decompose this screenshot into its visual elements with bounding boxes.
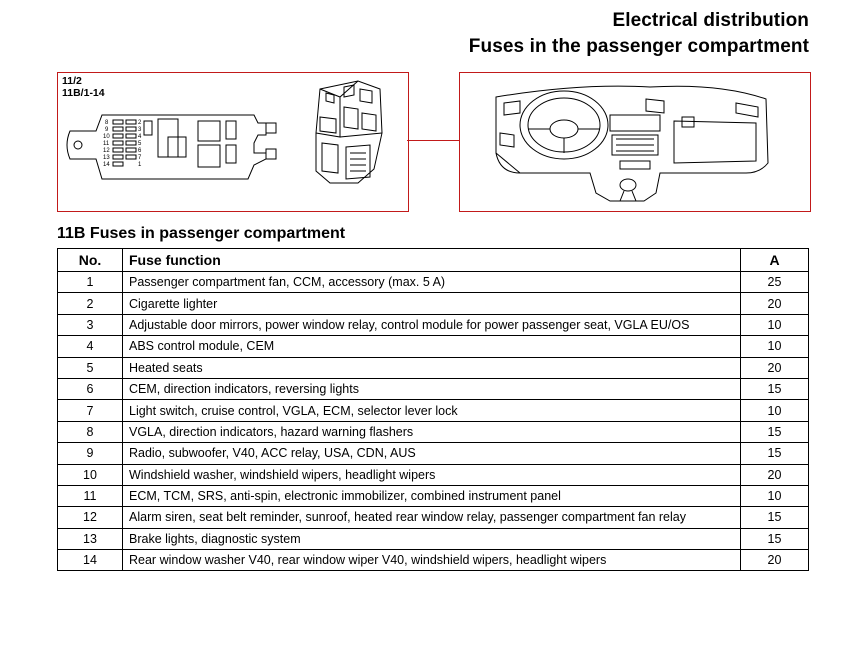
- fuse-function: Cigarette lighter: [122, 292, 741, 315]
- fuse-number: 11: [57, 484, 123, 508]
- fuse-number: 3: [57, 313, 123, 337]
- fuse-function: VGLA, direction indicators, hazard warni…: [122, 420, 741, 444]
- fuse-amps: 20: [740, 356, 809, 379]
- fuse-label: 10: [103, 134, 110, 140]
- fuse-amps: 10: [740, 484, 809, 508]
- fuse-label: 3: [138, 127, 142, 133]
- fuse-number: 2: [57, 292, 123, 315]
- fuse-number: 5: [57, 356, 123, 379]
- fuse-amps: 15: [740, 506, 809, 529]
- fuse-number: 9: [57, 442, 123, 465]
- fuse-amps: 15: [740, 442, 809, 465]
- fuse-label: 7: [138, 155, 142, 161]
- section-title: 11B Fuses in passenger compartment: [57, 225, 346, 242]
- dashboard-diagram-frame: [459, 72, 811, 212]
- fuse-number: 6: [57, 377, 123, 401]
- fuse-amps: 15: [740, 377, 809, 401]
- fuse-label: 6: [138, 148, 142, 154]
- fuse-function: ECM, TCM, SRS, anti-spin, electronic imm…: [122, 484, 741, 508]
- fuse-number: 12: [57, 506, 123, 529]
- page-subtitle: Fuses in the passenger compartment: [468, 36, 809, 57]
- fuse-function: CEM, direction indicators, reversing lig…: [122, 377, 741, 401]
- fuse-amps: 10: [740, 335, 809, 358]
- fuse-function: Alarm siren, seat belt reminder, sunroof…: [122, 506, 741, 529]
- fuse-number: 4: [57, 335, 123, 358]
- fuse-amps: 15: [740, 420, 809, 444]
- fuse-number: 1: [57, 270, 123, 294]
- page-title: Electrical distribution: [612, 10, 809, 31]
- fuse-number: 10: [57, 463, 123, 486]
- fuse-amps: 20: [740, 292, 809, 315]
- fuse-function: Passenger compartment fan, CCM, accessor…: [122, 270, 741, 294]
- figure-ref-1: 11/2: [62, 75, 82, 87]
- fuse-amps: 15: [740, 527, 809, 551]
- fuse-number: 13: [57, 527, 123, 551]
- fuse-amps: 20: [740, 549, 809, 572]
- fuse-label: 11: [103, 141, 110, 147]
- fuse-function: Windshield washer, windshield wipers, he…: [122, 463, 741, 486]
- column-header-amps: A: [740, 248, 809, 272]
- fuse-amps: 25: [740, 270, 809, 294]
- fuse-number: 14: [57, 549, 123, 572]
- fuse-label: 12: [103, 148, 110, 154]
- fuse-function: ABS control module, CEM: [122, 335, 741, 358]
- fuse-function: Radio, subwoofer, V40, ACC relay, USA, C…: [122, 442, 741, 465]
- fuse-label: 9: [105, 127, 109, 133]
- fuse-label: 8: [105, 120, 109, 126]
- fuse-function: Rear window washer V40, rear window wipe…: [122, 549, 741, 572]
- fuse-box-drawing: 8 9 10 11 12 13 14 2 3 4 5 6 7 1: [66, 80, 383, 184]
- fuse-function: Heated seats: [122, 356, 741, 379]
- fuse-box-diagram-frame: 11/2 11B/1-14: [57, 72, 409, 212]
- figure-ref-2: 11B/1-14: [62, 87, 105, 99]
- dashboard-drawing: [495, 85, 769, 202]
- table-header-row: No. Fuse function A: [57, 248, 809, 272]
- fuse-amps: 10: [740, 399, 809, 422]
- callout-connector-line: [407, 140, 459, 141]
- fuse-function: Brake lights, diagnostic system: [122, 527, 741, 551]
- fuse-label: 13: [103, 155, 110, 161]
- fuse-number: 7: [57, 399, 123, 422]
- fuse-amps: 10: [740, 313, 809, 337]
- fuse-label: 4: [138, 134, 142, 140]
- fuse-label: 1: [138, 162, 142, 168]
- fuse-amps: 20: [740, 463, 809, 486]
- fuse-function: Adjustable door mirrors, power window re…: [122, 313, 741, 337]
- fuse-number: 8: [57, 420, 123, 444]
- fuse-function: Light switch, cruise control, VGLA, ECM,…: [122, 399, 741, 422]
- fuse-label: 14: [103, 162, 110, 168]
- column-header-function: Fuse function: [122, 248, 741, 272]
- fuse-label: 5: [138, 141, 142, 147]
- fuse-label: 2: [138, 120, 142, 126]
- column-header-no: No.: [57, 248, 123, 272]
